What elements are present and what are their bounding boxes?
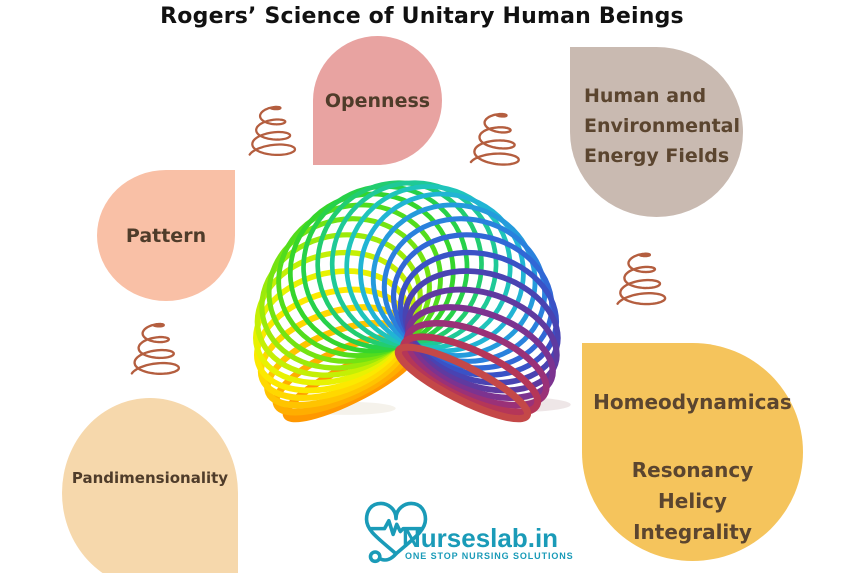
ekg-line	[369, 518, 423, 537]
concept-blob-openness: Openness	[313, 36, 442, 165]
spiral-doodle-icon	[246, 105, 297, 158]
concept-blob-energy-fields: Human and Environmental Energy Fields	[570, 47, 743, 217]
homeodynamics-heading: Homeodynamicas	[593, 390, 792, 414]
brand-tagline: ONE STOP NURSING SOLUTIONS	[405, 551, 574, 561]
stethoscope-tube	[378, 551, 398, 562]
slinky-rings	[253, 180, 561, 423]
spiral-doodle-icon	[469, 111, 522, 167]
brand-logo: Nurseslab.in ONE STOP NURSING SOLUTIONS	[358, 495, 588, 570]
concept-blob-pattern: Pattern	[97, 170, 235, 301]
spiral-doodle-icon	[128, 322, 181, 377]
brand-name: Nurseslab.in	[402, 523, 559, 553]
homeodynamics-principle: Integrality	[633, 520, 752, 544]
concept-label-openness: Openness	[324, 89, 431, 112]
concept-label-energy-fields: Human and Environmental Energy Fields	[584, 81, 740, 171]
energy-fields-line: Energy Fields	[584, 145, 730, 167]
energy-fields-line: Environmental	[584, 115, 740, 137]
concept-label-pattern: Pattern	[125, 224, 207, 247]
homeodynamics-principle: Resonancy	[631, 458, 754, 482]
slinky-image	[253, 180, 571, 423]
homeodynamics-principle: Helicy	[658, 489, 727, 513]
concept-label-pandimensionality: Pandimensionality	[71, 469, 229, 487]
homeodynamics-principles: Resonancy Helicy Integrality	[632, 455, 753, 548]
spiral-doodle-icon	[614, 251, 667, 307]
stethoscope-heart-icon	[364, 501, 428, 564]
energy-fields-line: Human and	[584, 85, 707, 107]
concept-blob-homeodynamics: Homeodynamicas Resonancy Helicy Integral…	[582, 343, 803, 561]
concept-blob-pandimensionality: Pandimensionality	[62, 398, 238, 573]
stethoscope-bell	[368, 550, 382, 564]
page-title: Rogers’ Science of Unitary Human Beings	[160, 4, 684, 29]
